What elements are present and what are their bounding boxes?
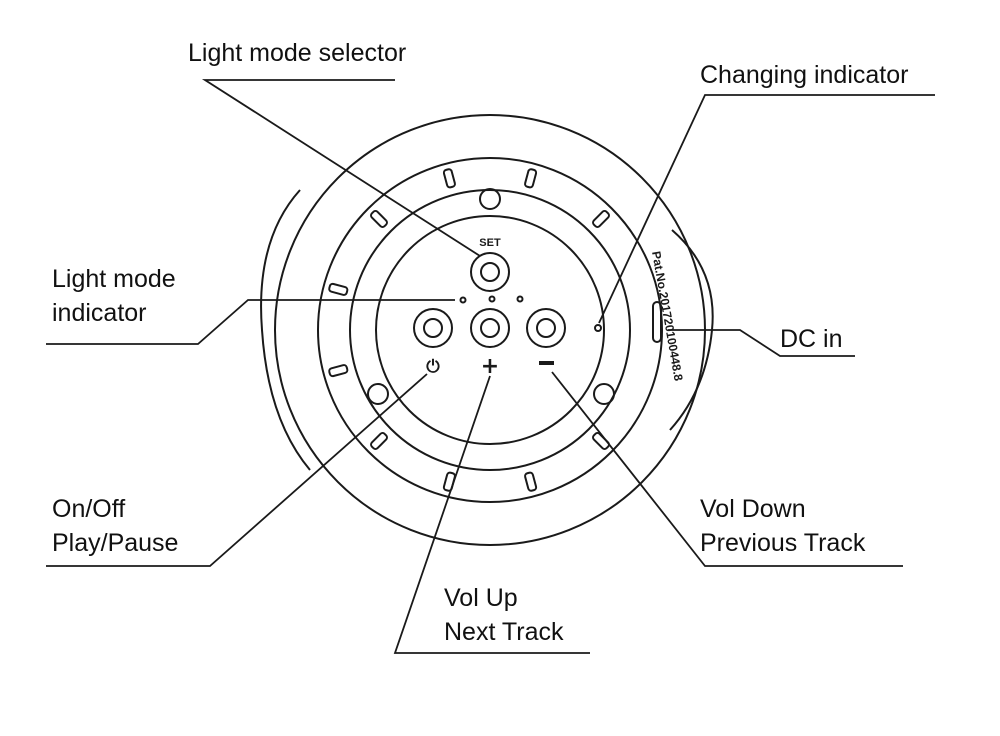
label-changing-indicator: Changing indicator	[700, 61, 909, 89]
screw-left	[367, 383, 389, 405]
label-light-mode-selector: Light mode selector	[188, 39, 407, 67]
leader-dc-in	[668, 329, 855, 357]
light-indicator-dot-2	[488, 295, 496, 303]
speaker-outer-body	[274, 114, 706, 546]
leader-light-mode-indicator	[46, 299, 455, 345]
ring-slot-9	[524, 471, 538, 492]
screw-right	[593, 383, 615, 405]
label-on-off: On/Off Play/Pause	[52, 495, 179, 557]
ring-slot-5	[328, 282, 349, 296]
left-side-bump	[260, 189, 311, 471]
leader-vol-up	[393, 375, 590, 654]
ring-slot-1	[442, 168, 456, 189]
set-label: SET	[479, 237, 501, 249]
screw-top	[479, 188, 501, 210]
dc-port[interactable]	[652, 301, 662, 343]
middle-ring	[349, 189, 631, 471]
vol-down-button[interactable]	[526, 308, 566, 348]
plus-icon: +	[481, 354, 499, 379]
label-vol-down: Vol Down Previous Track	[700, 495, 866, 557]
vol-up-button[interactable]	[470, 308, 510, 348]
light-indicator-dot-3	[516, 295, 524, 303]
power-icon: ⏻	[426, 357, 440, 377]
ring-slot-7	[370, 432, 388, 450]
leader-changing-indicator	[598, 94, 935, 324]
ring-slot-6	[328, 364, 349, 378]
power-button[interactable]	[413, 308, 453, 348]
ring-slot-4	[370, 210, 388, 228]
light-indicator-dot-1	[459, 296, 467, 304]
label-vol-up: Vol Up Next Track	[444, 584, 564, 646]
ring-slots	[328, 168, 610, 492]
leader-light-mode-selector	[201, 79, 481, 257]
minus-symbol	[539, 361, 554, 365]
charging-indicator-dot	[594, 324, 602, 332]
ring-slot-3	[592, 210, 610, 228]
patent-number: Pat.No.201720100448.8	[649, 250, 686, 382]
ring-slot-2	[524, 168, 538, 189]
label-dc-in: DC in	[780, 325, 843, 353]
label-light-mode-indicator: Light mode indicator	[52, 265, 176, 327]
leader-on-off	[46, 373, 428, 567]
control-panel	[375, 215, 605, 445]
set-button[interactable]	[470, 252, 510, 292]
leader-vol-down	[551, 371, 903, 567]
